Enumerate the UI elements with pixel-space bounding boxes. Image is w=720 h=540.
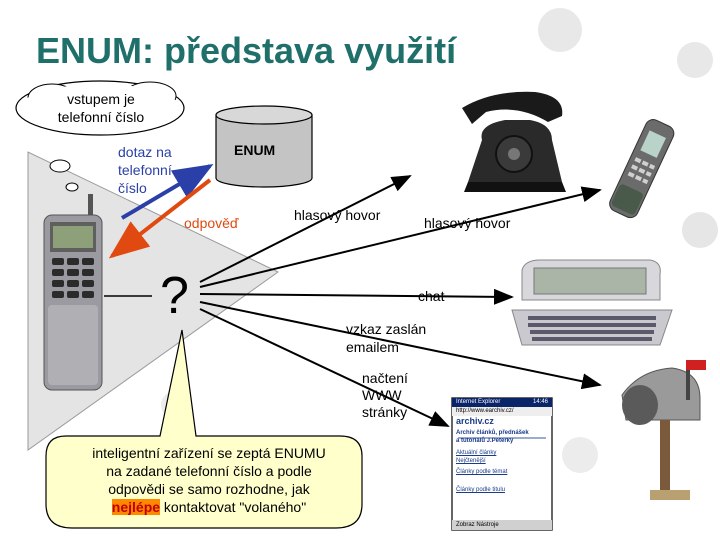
page-title: ENUM: představa využití [36,30,457,71]
web-line-3: stránky [362,404,408,420]
browser-heading: Archiv článků, přednášek a tutoriálů J.P… [454,426,550,447]
mobile-phone-icon [43,194,103,391]
browser-menu[interactable]: Zobraz Nástroje [456,522,499,528]
enum-database-icon [215,105,313,188]
browser-heading-1: Archiv článků, přednášek [456,430,529,436]
query-arrow [120,163,214,220]
voice-call-label-1: hlasový hovor [294,207,381,223]
browser-link-1[interactable]: Aktuální články [456,450,497,456]
browser-links: Aktuální články Nejčtenější Články podle… [454,447,550,496]
web-line-1: načtení [362,370,408,386]
query-line-1: dotaz na [118,144,172,160]
pda-browser-frame [451,397,553,531]
arrow-to-desk-phone [199,175,412,283]
callout-line-3: odpovědi se samo rozhodne, jak [108,481,310,497]
arrow-to-mailbox [199,301,602,390]
enum-db-label: ENUM [234,142,276,158]
email-line-2: emailem [346,339,399,355]
cloud-text: vstupem je telefonní číslo [56,90,146,126]
chat-label: chat [418,288,445,304]
thought-cloud [15,80,185,192]
cloud-line-1: vstupem je [67,91,135,107]
cell-phone-icon [609,119,675,219]
arrow-to-web [199,308,450,427]
pda-icon [511,259,673,346]
web-label: načtení WWW stránky [362,370,408,421]
browser-link-2[interactable]: Nejčtenější [456,458,486,464]
pda-browser: Internet Explorer 14:46 http://www.earch… [454,398,550,530]
arrow-to-cell-phone [199,186,602,288]
answer-arrow [108,178,212,259]
cloud-line-2: telefonní číslo [57,109,145,125]
query-line-3: číslo [118,180,147,196]
callout-line-4: nejlépe kontaktovat "volaného" [66,498,352,516]
browser-link-3[interactable]: Články podle témat [456,469,508,475]
callout-text: inteligentní zařízení se zeptá ENUMU na … [66,444,352,516]
browser-titlebar: Internet Explorer 14:46 [454,398,550,407]
query-text: dotaz na telefonní číslo [118,143,172,197]
email-label: vzkaz zaslán emailem [346,320,426,356]
arrow-to-pda [199,288,514,305]
browser-logo[interactable]: archiv.cz [456,416,494,426]
web-line-2: WWW [362,387,402,403]
browser-link-4[interactable]: Články podle titulu [456,487,506,493]
answer-text: odpověď [184,215,239,231]
email-line-1: vzkaz zaslán [346,321,427,337]
voice-call-label-2: hlasový hovor [424,215,511,231]
browser-url-bar[interactable]: http://www.earchiv.cz/ [456,408,514,414]
callout-highlight: nejlépe [111,499,161,515]
callout-line-2: na zadané telefonní číslo a podle [106,463,312,479]
browser-clock: 14:46 [532,399,548,405]
browser-heading-2: a tutoriálů J.Peterky [456,438,514,444]
desk-telephone-icon [462,91,566,192]
mailbox-icon [621,360,706,500]
question-mark: ? [160,267,189,325]
callout-line-4-rest: kontaktovat "volaného" [160,499,307,515]
callout-line-1: inteligentní zařízení se zeptá ENUMU [92,445,326,461]
browser-app-title: Internet Explorer [456,399,501,405]
query-line-2: telefonní [118,162,172,178]
